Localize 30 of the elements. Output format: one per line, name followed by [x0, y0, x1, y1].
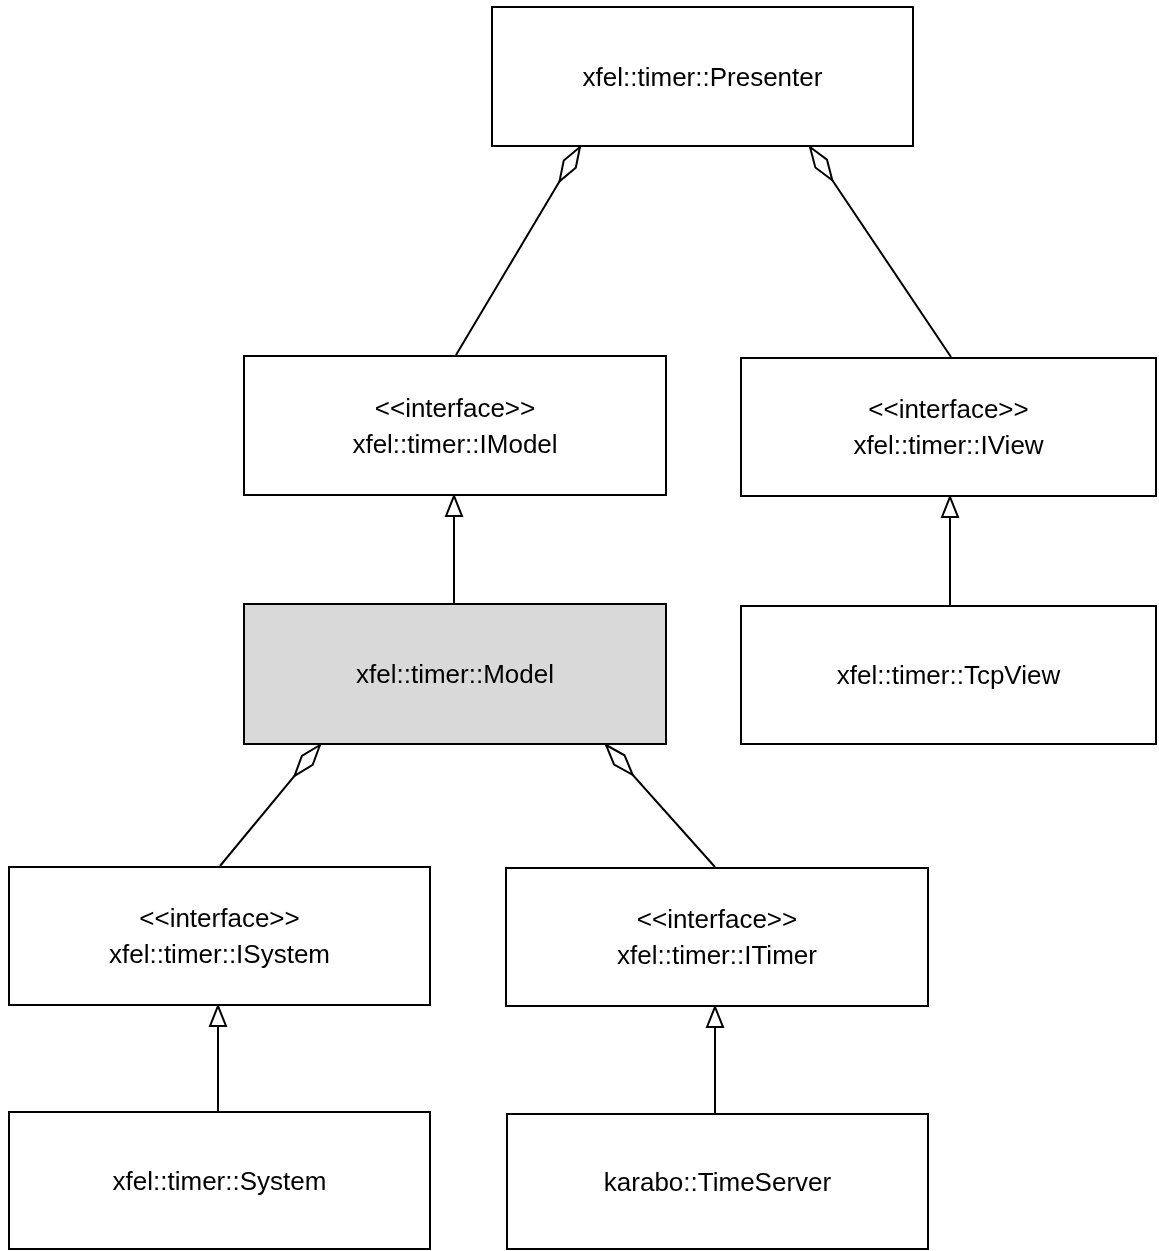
stereotype-label: <<interface>>	[374, 391, 536, 425]
generalization-arrow	[445, 495, 463, 604]
generalization-arrow	[209, 1005, 227, 1112]
interface-box	[505, 867, 929, 1007]
interface-box	[243, 355, 667, 496]
class-box	[491, 6, 914, 147]
class-box	[740, 605, 1157, 745]
stereotype-label: <<interface>>	[868, 393, 1029, 426]
class-name: xfel::timer::Presenter	[582, 60, 823, 94]
class-name: xfel::timer::System	[112, 1164, 327, 1198]
class-name: xfel::timer::ISystem	[108, 938, 330, 971]
generalization-arrow	[941, 496, 959, 606]
class-name: xfel::timer::IModel	[352, 427, 558, 461]
class-box	[8, 1111, 431, 1250]
generalization-arrow	[706, 1006, 724, 1114]
interface-box	[740, 357, 1157, 497]
stereotype-label: <<interface>>	[139, 902, 300, 935]
aggregation-connector	[455, 146, 581, 356]
aggregation-connector	[219, 744, 321, 867]
class-name: xfel::timer::IView	[853, 429, 1044, 462]
class-name: karabo::TimeServer	[603, 1165, 832, 1199]
aggregation-connector	[605, 744, 716, 868]
class-box	[506, 1113, 929, 1250]
class-name: xfel::timer::ITimer	[617, 939, 817, 972]
class-name: xfel::timer::TcpView	[836, 659, 1061, 692]
aggregation-connector	[809, 146, 952, 358]
class-name: xfel::timer::Model	[356, 658, 554, 691]
interface-box	[8, 866, 431, 1006]
stereotype-label: <<interface>>	[636, 903, 798, 936]
class-box	[243, 603, 667, 745]
